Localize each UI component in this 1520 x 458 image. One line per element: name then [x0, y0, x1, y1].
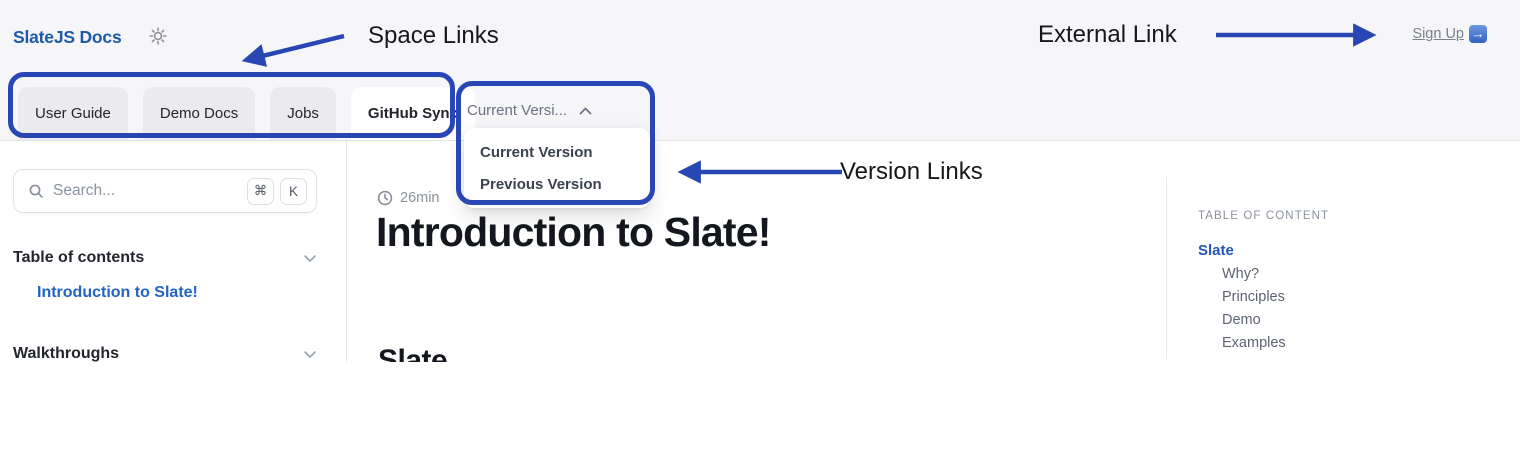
- sun-icon: [149, 27, 167, 45]
- version-dropdown-selected: Current Versi...: [467, 102, 568, 119]
- signup-link[interactable]: Sign Up →: [1412, 25, 1487, 43]
- chevron-down-icon: [304, 350, 316, 358]
- sidebar-section-table-of-contents[interactable]: Table of contents: [13, 247, 317, 269]
- sidebar-section-label: Table of contents: [13, 249, 145, 266]
- app-header: SlateJS Docs User Guide Demo Docs Jobs G…: [0, 0, 1520, 141]
- toc-link-examples[interactable]: Examples: [1222, 335, 1286, 351]
- sidebar-section-label: Walkthroughs: [13, 345, 120, 362]
- docs-app: SlateJS Docs User Guide Demo Docs Jobs G…: [0, 0, 1520, 362]
- page-title: Introduction to Slate!: [376, 209, 771, 255]
- version-option-current[interactable]: Current Version: [480, 144, 593, 161]
- theme-toggle-button[interactable]: [148, 26, 168, 46]
- page-toc: TABLE OF CONTENT Slate Why? Principles D…: [1198, 210, 1329, 351]
- tab-github-sync[interactable]: GitHub Sync: [350, 87, 475, 140]
- sidebar-item-introduction-to-slate[interactable]: Introduction to Slate!: [37, 284, 198, 301]
- chevron-up-icon: [579, 107, 592, 114]
- section-heading-slate: Slate: [378, 344, 448, 362]
- annotation-label-external-link: External Link: [1038, 21, 1177, 48]
- page-toc-heading: TABLE OF CONTENT: [1198, 210, 1330, 222]
- chevron-down-icon: [304, 254, 316, 262]
- toc-link-demo[interactable]: Demo: [1222, 312, 1261, 328]
- search-placeholder: Search...: [53, 182, 116, 199]
- left-sidebar: Search... ⌘ K Table of contents Introduc…: [0, 141, 347, 362]
- brand-logo[interactable]: SlateJS Docs: [13, 27, 122, 47]
- version-option-previous[interactable]: Previous Version: [480, 176, 602, 193]
- version-dropdown-trigger[interactable]: Current Versi...: [467, 102, 592, 119]
- search-input[interactable]: Search... ⌘ K: [13, 169, 317, 213]
- space-tabs: User Guide Demo Docs Jobs GitHub Sync: [18, 87, 475, 140]
- toc-link-principles[interactable]: Principles: [1222, 289, 1285, 305]
- read-time-badge: 26min: [377, 190, 440, 206]
- signup-label: Sign Up: [1412, 26, 1464, 42]
- annotation-label-version-links: Version Links: [840, 158, 983, 185]
- toc-divider: [1166, 178, 1167, 358]
- version-dropdown-menu: Current Version Previous Version: [464, 128, 650, 208]
- clock-icon: [377, 190, 393, 206]
- annotation-label-space-links: Space Links: [368, 22, 499, 49]
- tab-jobs[interactable]: Jobs: [270, 87, 336, 140]
- kbd-command-key: ⌘: [247, 177, 274, 205]
- toc-link-why[interactable]: Why?: [1222, 266, 1260, 282]
- search-icon: [29, 184, 43, 198]
- external-arrow-icon: →: [1469, 25, 1487, 43]
- sidebar-section-walkthroughs[interactable]: Walkthroughs: [13, 343, 317, 362]
- read-time-value: 26min: [400, 190, 440, 206]
- toc-link-slate[interactable]: Slate: [1198, 242, 1234, 259]
- kbd-k-key: K: [280, 177, 307, 205]
- tab-demo-docs[interactable]: Demo Docs: [142, 87, 256, 140]
- tab-user-guide[interactable]: User Guide: [18, 87, 128, 140]
